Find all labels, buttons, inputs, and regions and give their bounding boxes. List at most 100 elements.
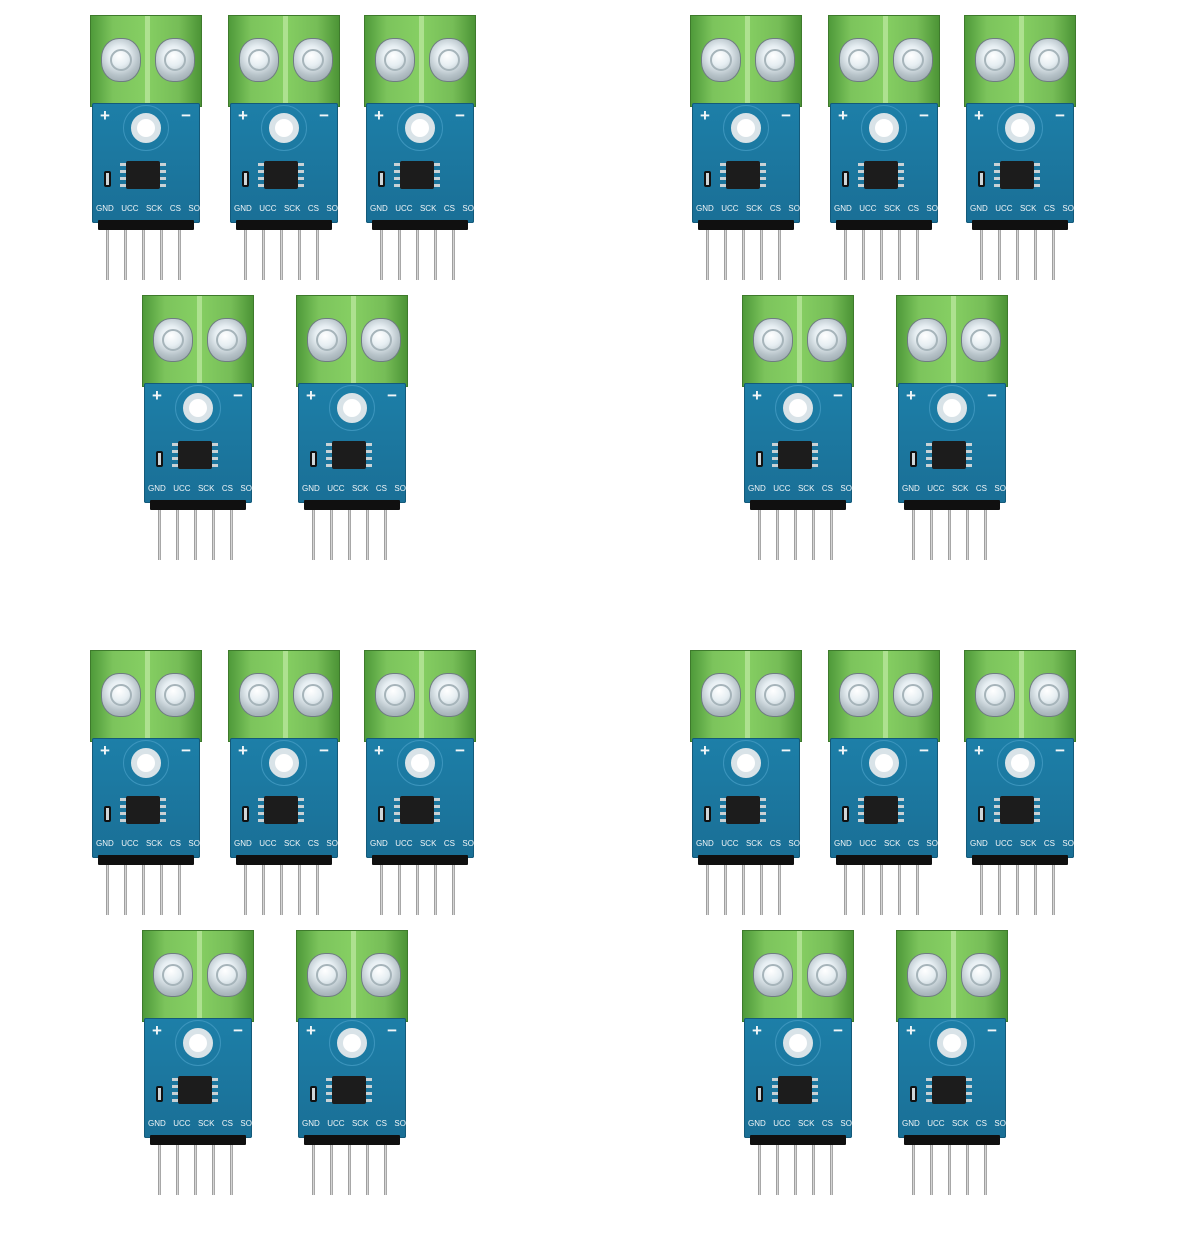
pin-header <box>698 220 794 230</box>
screw-terminal <box>896 930 1008 1023</box>
mounting-hole <box>731 748 761 778</box>
ic-chip <box>932 1076 966 1104</box>
mounting-hole <box>1005 113 1035 143</box>
plus-label: + <box>752 386 762 405</box>
pin-header <box>304 1135 400 1145</box>
mounting-hole <box>131 113 161 143</box>
screw-icon <box>755 38 795 82</box>
chip-pins <box>772 443 778 469</box>
pin-leg <box>706 230 709 280</box>
pin-label-gnd: GND <box>748 1119 766 1128</box>
pin-header <box>236 855 332 865</box>
minus-label: − <box>233 1021 243 1040</box>
pin-label-ucc: UCC <box>773 1119 791 1128</box>
pin-leg <box>794 510 797 560</box>
pin-labels: GND UCC SCK CS SO <box>148 1120 252 1128</box>
plus-label: + <box>838 106 848 125</box>
pin-label-cs: CS <box>307 204 319 213</box>
pin-label-gnd: GND <box>148 1119 166 1128</box>
mounting-hole <box>937 393 967 423</box>
pin-label-gnd: GND <box>834 839 852 848</box>
thermocouple-module: + − GND UCC SCK CS SO <box>294 930 410 1200</box>
mounting-hole <box>405 748 435 778</box>
circuit-board: + − GND UCC SCK CS SO <box>744 383 852 503</box>
screw-icon <box>239 38 279 82</box>
thermocouple-module: + − GND UCC SCK CS SO <box>140 295 256 565</box>
pin-leg <box>966 510 969 560</box>
pin-label-gnd: GND <box>970 839 988 848</box>
thermocouple-module: + − GND UCC SCK CS SO <box>740 295 856 565</box>
minus-label: − <box>1055 741 1065 760</box>
chip-pins <box>858 798 864 824</box>
circuit-board: + − GND UCC SCK CS SO <box>92 103 200 223</box>
plus-label: + <box>152 1021 162 1040</box>
capacitor <box>704 806 711 822</box>
screw-terminal <box>364 650 476 743</box>
screw-icon <box>375 673 415 717</box>
chip-pins <box>298 163 304 189</box>
plus-label: + <box>238 741 248 760</box>
pin-label-ucc: UCC <box>395 839 413 848</box>
header-pins <box>102 230 190 280</box>
capacitor <box>756 451 763 467</box>
pin-label-cs: CS <box>375 1119 387 1128</box>
pin-leg <box>142 865 145 915</box>
minus-label: − <box>181 106 191 125</box>
pin-header <box>372 220 468 230</box>
pin-leg <box>380 865 383 915</box>
screw-icon <box>375 38 415 82</box>
pin-label-sck: SCK <box>419 839 437 848</box>
pin-label-sck: SCK <box>1019 204 1037 213</box>
pin-leg <box>434 230 437 280</box>
plus-label: + <box>838 741 848 760</box>
pin-label-ucc: UCC <box>173 1119 191 1128</box>
plus-label: + <box>700 741 710 760</box>
pin-leg <box>862 230 865 280</box>
minus-label: − <box>833 1021 843 1040</box>
ic-chip <box>264 161 298 189</box>
thermocouple-module: + − GND UCC SCK CS SO <box>294 295 410 565</box>
chip-pins <box>434 798 440 824</box>
pin-leg <box>1034 230 1037 280</box>
thermocouple-module: + − GND UCC SCK CS SO <box>688 15 804 285</box>
pin-label-ucc: UCC <box>327 484 345 493</box>
pin-leg <box>742 230 745 280</box>
screw-icon <box>975 38 1015 82</box>
pin-labels: GND UCC SCK CS SO <box>834 205 938 213</box>
circuit-board: + − GND UCC SCK CS SO <box>144 1018 252 1138</box>
circuit-board: + − GND UCC SCK CS SO <box>144 383 252 503</box>
screw-icon <box>1029 38 1069 82</box>
pin-label-so: SO <box>394 1119 406 1128</box>
pin-leg <box>212 1145 215 1195</box>
mounting-hole <box>1005 748 1035 778</box>
header-pins <box>154 1145 242 1195</box>
circuit-board: + − GND UCC SCK CS SO <box>830 738 938 858</box>
thermocouple-module: + − GND UCC SCK CS SO <box>826 15 942 285</box>
pin-label-so: SO <box>994 484 1006 493</box>
chip-pins <box>326 443 332 469</box>
pin-header <box>98 855 194 865</box>
screw-icon <box>893 38 933 82</box>
pin-leg <box>862 865 865 915</box>
circuit-board: + − GND UCC SCK CS SO <box>966 103 1074 223</box>
pin-header <box>904 1135 1000 1145</box>
circuit-board: + − GND UCC SCK CS SO <box>898 1018 1006 1138</box>
pin-label-cs: CS <box>769 839 781 848</box>
ic-chip <box>332 441 366 469</box>
chip-pins <box>994 163 1000 189</box>
pin-label-cs: CS <box>221 1119 233 1128</box>
pin-leg <box>384 510 387 560</box>
pin-leg <box>830 1145 833 1195</box>
pin-label-sck: SCK <box>351 484 369 493</box>
pin-leg <box>452 230 455 280</box>
screw-icon <box>155 673 195 717</box>
pin-leg <box>452 865 455 915</box>
capacitor <box>978 171 985 187</box>
pin-leg <box>160 865 163 915</box>
capacitor <box>156 451 163 467</box>
screw-icon <box>701 673 741 717</box>
thermocouple-module: + − GND UCC SCK CS SO <box>962 15 1078 285</box>
mounting-ring <box>997 740 1043 786</box>
header-pins <box>976 865 1064 915</box>
pin-labels: GND UCC SCK CS SO <box>96 840 200 848</box>
